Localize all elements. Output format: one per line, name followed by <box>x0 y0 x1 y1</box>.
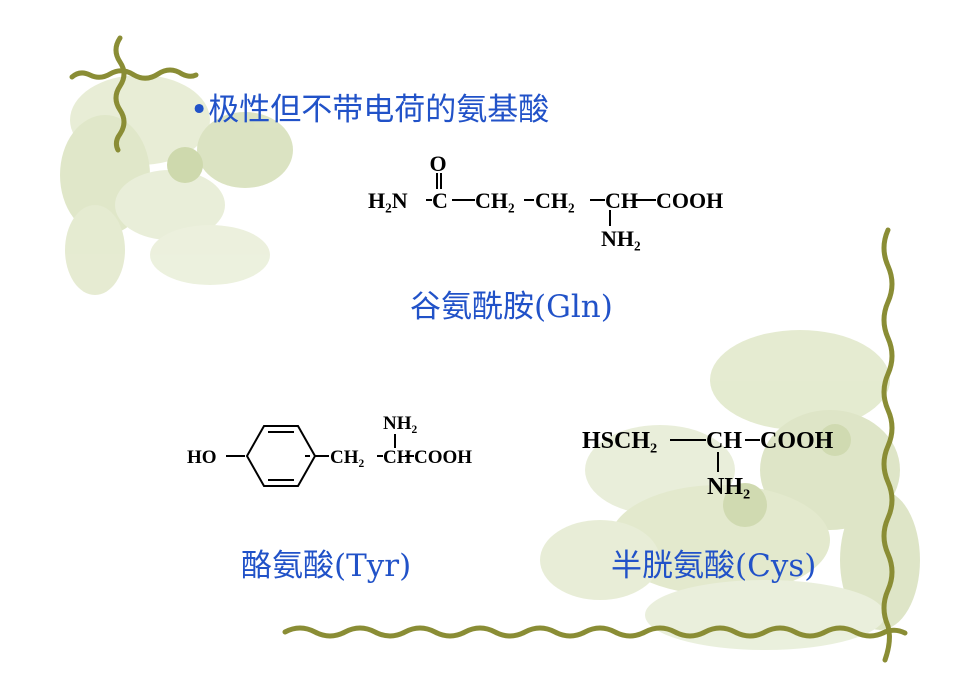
gln-alpha-carbon: CH <box>605 188 638 213</box>
gln-oxygen: O <box>429 151 446 176</box>
tyr-hydroxyl-group: HO <box>187 447 217 468</box>
tyr-alpha-carbon: CH <box>383 447 412 468</box>
cys-carboxyl-group: COOH <box>760 428 834 454</box>
blossom-top-left-decoration <box>60 75 293 295</box>
gln-carbonyl-carbon: C <box>432 188 448 213</box>
gln-alpha-amine: NH₂ <box>601 226 641 251</box>
vine-bottom-decoration <box>282 625 908 639</box>
slide-title: •极性但不带电荷的氨基酸 <box>190 92 550 128</box>
glutamine-caption: 谷氨酰胺(Gln) <box>410 289 613 325</box>
cys-alpha-carbon: CH <box>706 428 742 454</box>
cys-thiol-methylene: HSCH₂ <box>582 428 657 454</box>
gln-carboxyl-group: COOH <box>656 188 723 213</box>
tyr-methylene: CH₂ <box>330 447 365 468</box>
vine-left-decoration <box>113 35 127 153</box>
cys-alpha-amine: NH₂ <box>707 474 750 500</box>
gln-methylene-2: CH₂ <box>535 188 575 213</box>
gln-amine-group: H₂N <box>368 188 408 213</box>
vine-right-decoration <box>881 227 895 663</box>
vine-top-decoration <box>69 67 199 81</box>
tyrosine-caption: 酪氨酸(Tyr) <box>241 548 412 584</box>
cysteine-caption: 半胱氨酸(Cys) <box>611 548 817 584</box>
tyr-alpha-amine: NH₂ <box>383 413 418 434</box>
gln-methylene-1: CH₂ <box>475 188 515 213</box>
tyr-carboxyl-group: COOH <box>414 447 472 468</box>
